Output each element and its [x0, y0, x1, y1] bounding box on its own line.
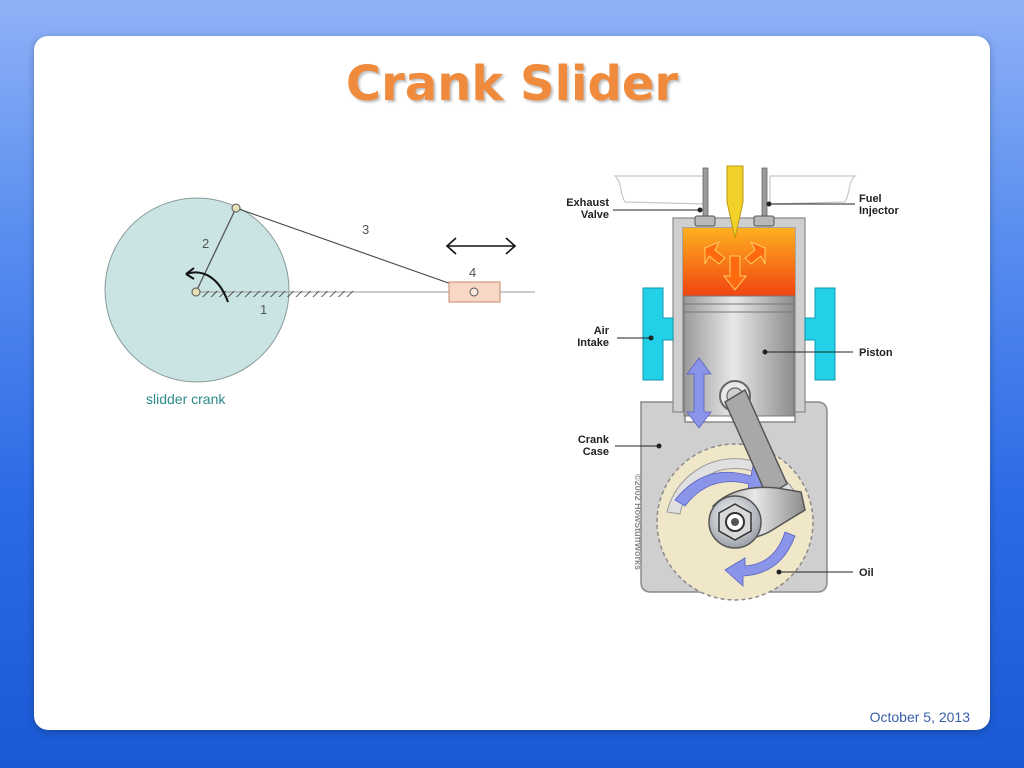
rotation-arrow-icon [185, 271, 229, 303]
intake-valve-stem [761, 167, 768, 223]
label-fuel-injector-1: Fuel [859, 193, 882, 205]
link-label-2: 2 [202, 236, 209, 251]
slide-date: October 5, 2013 [869, 709, 970, 725]
fuel-injector [726, 165, 744, 239]
connecting-rod [235, 207, 475, 293]
crank-caption: slidder crank [146, 391, 226, 407]
link-label-3: 3 [362, 222, 369, 237]
link-label-1: 1 [260, 302, 267, 317]
label-air-intake-1: Air [594, 325, 610, 337]
slide-title: Crank Slider [345, 56, 679, 112]
label-exhaust-valve-2: Valve [581, 209, 609, 221]
air-intake-port-left [642, 287, 674, 381]
intake-manifold [769, 175, 857, 205]
label-piston: Piston [859, 347, 893, 359]
slide-panel [34, 36, 990, 730]
piston-motion-arrow-icon [686, 357, 712, 429]
copyright-text: ©2002 HowStuffWorks [633, 474, 643, 570]
joint-slider [469, 287, 479, 297]
label-air-intake-2: Intake [577, 337, 609, 349]
engine-diagram: ©2002 HowStuffWorks Exhaust Valve Fuel I… [566, 165, 899, 601]
combustion-arrow-icon [722, 255, 748, 291]
label-oil: Oil [859, 567, 874, 579]
label-exhaust-valve-1: Exhaust [566, 197, 609, 209]
slider-crank-diagram: 1 2 3 4 slidder crank [104, 197, 535, 407]
engine-connecting-rod [724, 388, 788, 498]
joint-pivot [191, 287, 201, 297]
crank-link [195, 207, 237, 293]
air-intake-port-right [804, 287, 836, 381]
link-label-4: 4 [469, 265, 476, 280]
label-fuel-injector-2: Injector [859, 205, 899, 217]
exhaust-valve-stem [702, 167, 709, 223]
joint-crank-pin [231, 203, 241, 213]
exhaust-manifold [613, 175, 706, 205]
label-crank-case-1: Crank [578, 434, 610, 446]
label-crank-case-2: Case [583, 446, 609, 458]
ground-hatch [200, 291, 354, 297]
